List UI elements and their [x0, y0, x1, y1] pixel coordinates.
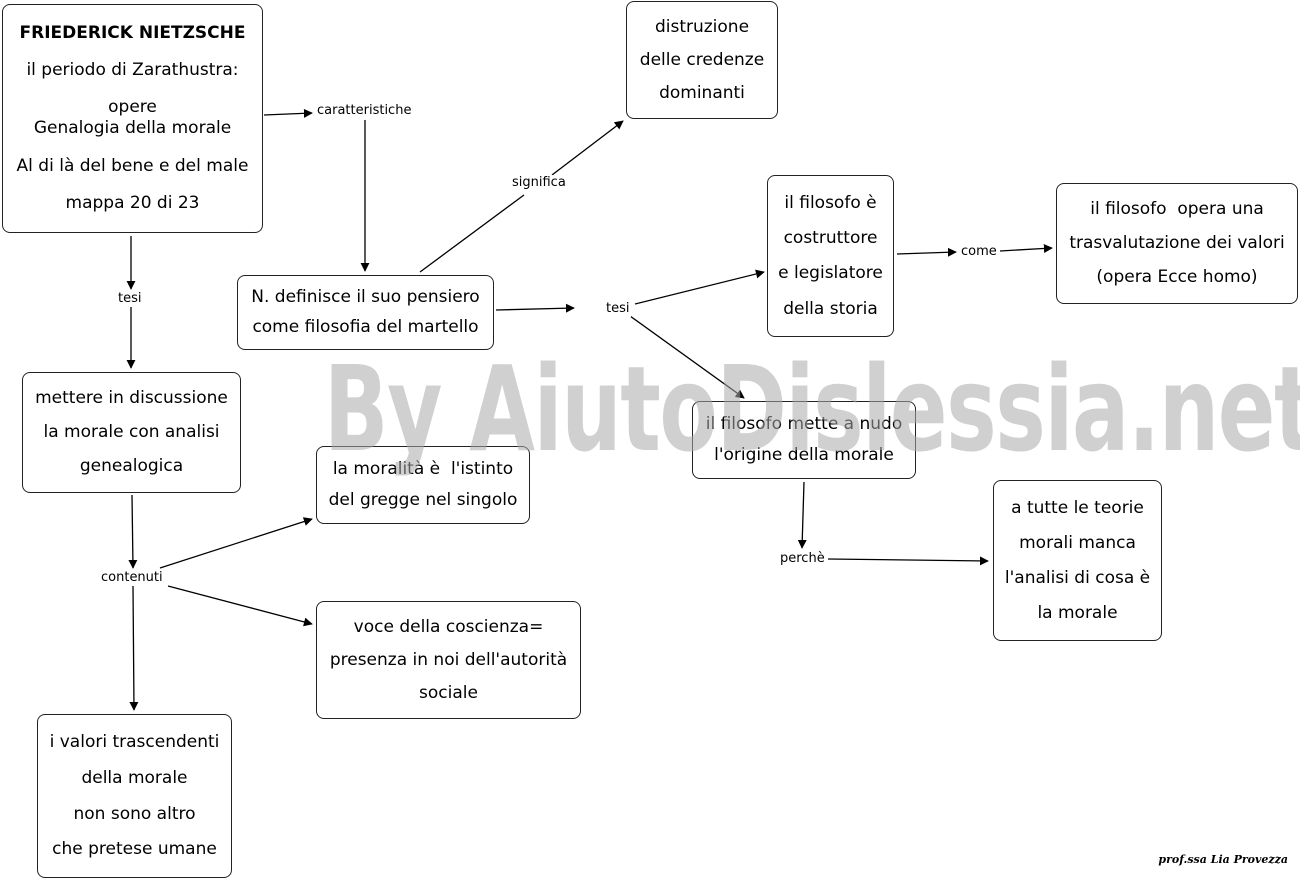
- label-contenuti: contenuti: [99, 570, 165, 586]
- edge-discussione-contenuti: [128, 494, 138, 569]
- node-nudo-line-2: l'origine della morale: [714, 445, 894, 466]
- edge-martello-tesi: [495, 303, 575, 313]
- node-nietzsche-line-1: il periodo di Zarathustra:: [26, 60, 239, 81]
- author-signature: prof.ssa Lia Provezza: [1158, 853, 1288, 866]
- node-martello-line-2: come filosofia del martello: [252, 317, 479, 338]
- edge-perche-teorie: [827, 556, 989, 566]
- node-teorie-line-3: l'analisi di cosa è: [1004, 567, 1151, 588]
- label-tesi-mid: tesi: [604, 301, 632, 317]
- node-moralita: la moralità è l'istinto del gregge nel s…: [316, 446, 530, 524]
- node-distruzione-line-2: delle credenze: [639, 49, 765, 70]
- node-teorie-line-2: morali manca: [1019, 532, 1136, 553]
- node-trasvalutazione-line-1: il filosofo opera una: [1090, 199, 1264, 220]
- edge-contenuti-valori: [129, 585, 139, 711]
- edge-significa-distruzione: [551, 120, 624, 176]
- node-trasvalutazione: il filosofo opera una trasvalutazione de…: [1056, 183, 1298, 304]
- node-discussione-line-3: genealogica: [79, 456, 184, 477]
- label-caratteristiche: caratteristiche: [315, 103, 414, 119]
- node-coscienza: voce della coscienza= presenza in noi de…: [316, 601, 581, 719]
- label-significa: significa: [510, 175, 568, 191]
- node-costruttore: il filosofo è costruttore e legislatore …: [767, 175, 894, 337]
- edge-tesi-costruttore: [634, 269, 765, 305]
- node-discussione: mettere in discussione la morale con ana…: [22, 372, 241, 493]
- node-nietzsche-line-3: Al di là del bene e del male: [16, 156, 249, 177]
- node-distruzione-line-1: distruzione: [654, 16, 750, 37]
- node-moralita-line-2: del gregge nel singolo: [328, 490, 518, 511]
- node-valori-line-4: che pretese umane: [52, 839, 217, 860]
- node-valori-line-3: non sono altro: [73, 803, 196, 824]
- edge-martello-significa: [419, 194, 525, 273]
- node-valori-line-1: i valori trascendenti: [49, 732, 220, 753]
- node-distruzione: distruzione delle credenze dominanti: [626, 1, 778, 119]
- edge-contenuti-coscienza: [167, 585, 313, 627]
- node-teorie: a tutte le teorie morali manca l'analisi…: [993, 480, 1162, 641]
- node-distruzione-line-3: dominanti: [659, 82, 745, 103]
- edge-come-trasvalutazione: [999, 243, 1053, 253]
- node-nudo: il filosofo mette a nudo l'origine della…: [692, 401, 916, 479]
- node-nietzsche: FRIEDERICK NIETZSCHE il periodo di Zarat…: [2, 4, 263, 233]
- node-valori-line-2: della morale: [81, 767, 188, 788]
- node-coscienza-line-2: presenza in noi dell'autorità: [329, 649, 568, 670]
- label-come: come: [959, 244, 999, 260]
- edge-costruttore-come: [896, 247, 957, 257]
- node-teorie-line-1: a tutte le teorie: [1011, 497, 1144, 518]
- node-martello-line-1: N. definisce il suo pensiero: [251, 287, 480, 308]
- node-nietzsche-line-4: mappa 20 di 23: [65, 193, 200, 214]
- node-valori: i valori trascendenti della morale non s…: [37, 714, 232, 878]
- edge-nietzsche-caratteristiche: [263, 108, 313, 118]
- node-nietzsche-line-2: opere Genalogia della morale: [33, 97, 232, 139]
- node-costruttore-line-1: il filosofo è: [784, 192, 877, 213]
- label-tesi-left: tesi: [116, 291, 144, 307]
- node-trasvalutazione-line-2: trasvalutazione dei valori: [1069, 233, 1285, 254]
- node-nietzsche-title: FRIEDERICK NIETZSCHE: [19, 23, 246, 44]
- edge-nudo-perche: [797, 481, 807, 549]
- node-discussione-line-2: la morale con analisi: [43, 422, 220, 443]
- node-coscienza-line-3: sociale: [419, 682, 478, 703]
- edge-contenuti-moralita: [159, 517, 313, 569]
- edge-tesi-nudo: [629, 315, 745, 399]
- node-teorie-line-4: la morale: [1037, 602, 1118, 623]
- node-costruttore-line-3: e legislatore: [778, 263, 883, 284]
- node-costruttore-line-4: della storia: [783, 298, 878, 319]
- node-costruttore-line-2: costruttore: [783, 228, 878, 249]
- node-discussione-line-1: mettere in discussione: [35, 388, 228, 409]
- node-nudo-line-1: il filosofo mette a nudo: [705, 414, 903, 435]
- node-coscienza-line-1: voce della coscienza=: [353, 616, 544, 637]
- node-trasvalutazione-line-3: (opera Ecce homo): [1096, 267, 1258, 288]
- label-perche: perchè: [778, 551, 827, 567]
- node-martello: N. definisce il suo pensiero come filoso…: [237, 275, 494, 350]
- node-moralita-line-1: la moralità è l'istinto: [332, 459, 514, 480]
